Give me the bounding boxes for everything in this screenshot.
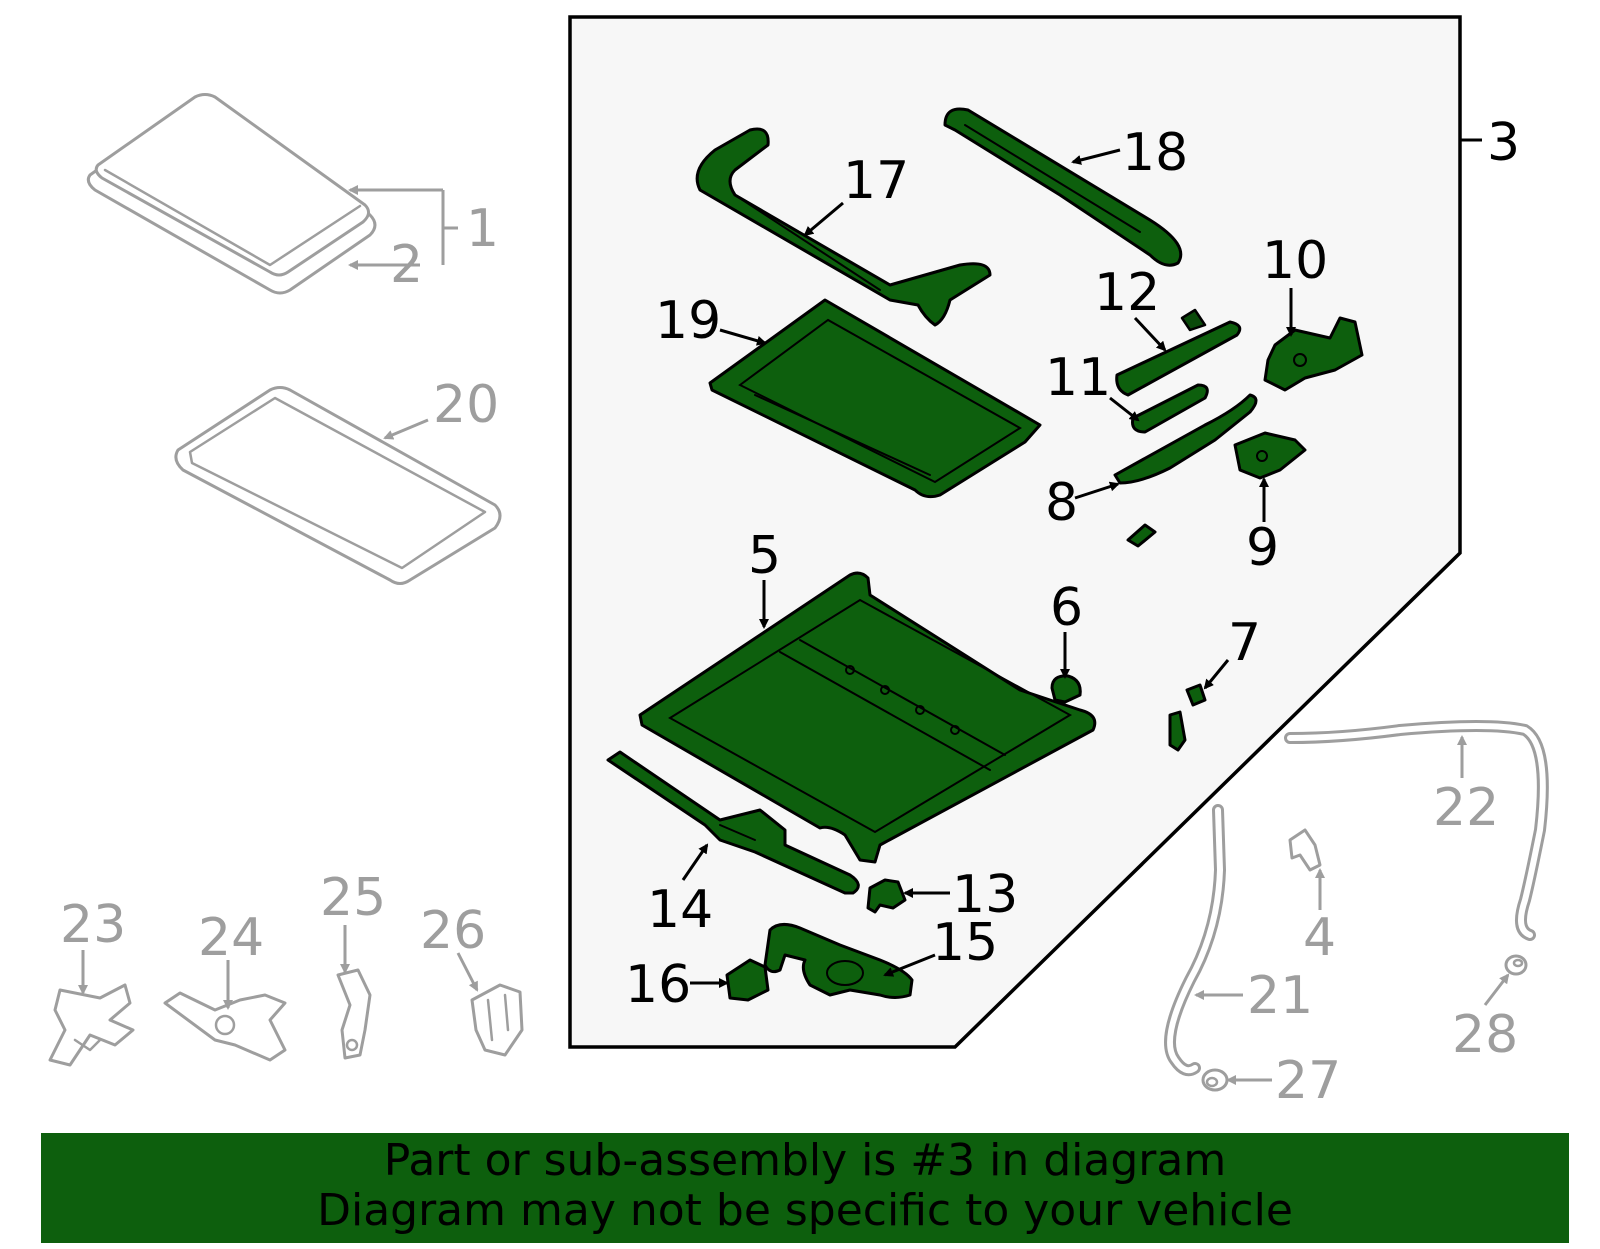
- callout-20: 20: [433, 375, 499, 435]
- rail-part-17[interactable]: [695, 127, 992, 327]
- info-banner: Part or sub-assembly is #3 in diagram Di…: [41, 1133, 1569, 1243]
- callout-26: 26: [420, 901, 486, 961]
- connector-part-13[interactable]: [866, 878, 907, 914]
- block-part-16[interactable]: [725, 958, 770, 1002]
- callout-15: 15: [932, 913, 998, 973]
- banner-line-1: Part or sub-assembly is #3 in diagram: [383, 1135, 1227, 1186]
- drain-hose-part-21[interactable]: [1164, 804, 1227, 1077]
- callout-3: 3: [1487, 113, 1520, 173]
- callout-9: 9: [1246, 518, 1279, 578]
- callout-7: 7: [1228, 613, 1261, 673]
- callout-6: 6: [1050, 578, 1083, 638]
- lever-part-8[interactable]: [1113, 393, 1258, 485]
- bracket-part-25[interactable]: [336, 968, 372, 1060]
- cable-part-14[interactable]: [606, 750, 860, 895]
- callout-22: 22: [1433, 778, 1499, 838]
- callout-24: 24: [198, 908, 264, 968]
- guide-part-12[interactable]: [1115, 308, 1242, 397]
- callout-1: 1: [466, 199, 499, 259]
- callout-23: 23: [60, 895, 126, 955]
- callout-25: 25: [320, 868, 386, 928]
- callout-4: 4: [1303, 908, 1336, 968]
- callout-19: 19: [655, 291, 721, 351]
- bracket-part-24[interactable]: [163, 991, 287, 1062]
- grommet-part-28[interactable]: [1504, 954, 1528, 976]
- callout-28: 28: [1452, 1005, 1518, 1065]
- callout-14: 14: [647, 880, 713, 940]
- frame-part-5[interactable]: [638, 571, 1097, 864]
- screw-part-7[interactable]: [1168, 683, 1207, 752]
- bracket-part-23[interactable]: [48, 983, 135, 1067]
- callout-13: 13: [952, 865, 1018, 925]
- grommet-part-27[interactable]: [1201, 1068, 1229, 1092]
- bracket-part-26[interactable]: [470, 983, 524, 1057]
- callout-11: 11: [1045, 348, 1111, 408]
- callout-12: 12: [1094, 263, 1160, 323]
- clip-part-6[interactable]: [1050, 674, 1082, 704]
- motor-part-15[interactable]: [763, 923, 914, 999]
- banner-line-2: Diagram may not be specific to your vehi…: [317, 1185, 1293, 1236]
- callout-16: 16: [625, 955, 691, 1015]
- clip-part-4[interactable]: [1288, 828, 1322, 872]
- weatherstrip-part-20[interactable]: [174, 386, 502, 585]
- rail-part-18[interactable]: [943, 107, 1183, 267]
- sunshade-part-19[interactable]: [708, 298, 1042, 499]
- bolt-small[interactable]: [1126, 523, 1157, 548]
- callout-8: 8: [1045, 473, 1078, 533]
- callout-18: 18: [1122, 123, 1188, 183]
- callout-5: 5: [748, 526, 781, 586]
- callout-27: 27: [1275, 1051, 1341, 1111]
- link-part-11[interactable]: [1131, 383, 1209, 434]
- drain-hose-part-22[interactable]: [1284, 720, 1549, 941]
- bracket-part-9[interactable]: [1233, 431, 1307, 480]
- callout-10: 10: [1262, 231, 1328, 291]
- callout-21: 21: [1247, 966, 1313, 1026]
- callout-17: 17: [843, 151, 909, 211]
- glass-panel-part-1[interactable]: [86, 93, 377, 295]
- callout-2: 2: [390, 235, 423, 295]
